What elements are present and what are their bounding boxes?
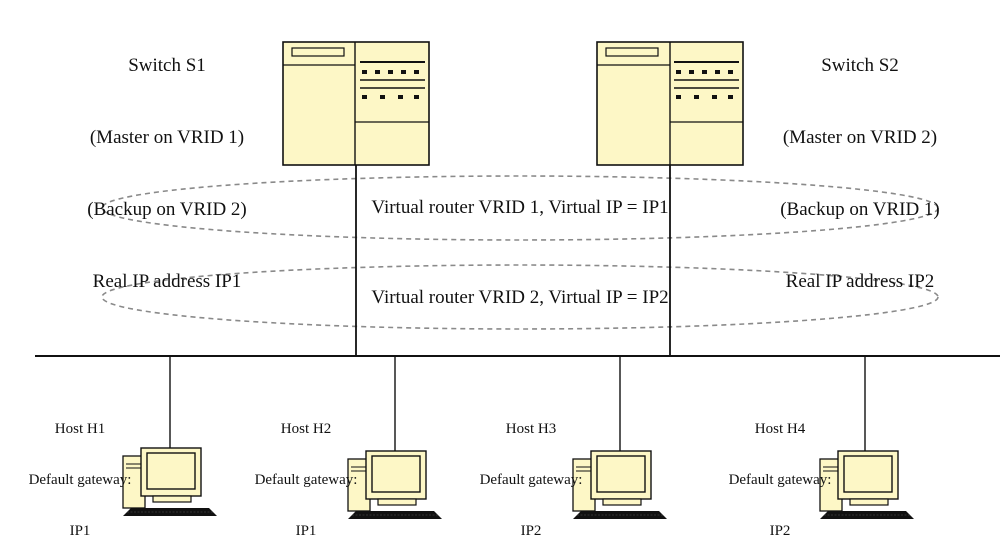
switch-s2-vrid2-role: (Master on VRID 2) — [782, 127, 938, 148]
vrid1-label: Virtual router VRID 1, Virtual IP = IP1 — [371, 197, 669, 218]
switch-s1-label: Switch S1 (Master on VRID 1) (Backup on … — [52, 6, 282, 318]
host-h4-gateway-label: Default gateway: — [728, 472, 832, 488]
switch-s2-label: Switch S2 (Master on VRID 2) (Backup on … — [745, 6, 975, 318]
vrid2-ellipse — [101, 264, 939, 330]
vrid1-ellipse — [101, 175, 939, 241]
host-h1-label: Host H1 Default gateway: IP1 — [0, 387, 160, 557]
host-h4-label: Host H4 Default gateway: IP2 — [700, 387, 860, 557]
host-h4-name: Host H4 — [754, 421, 806, 437]
switch-s1-vrid1-role: (Master on VRID 1) — [89, 127, 245, 148]
vrrp-diagram — [35, 41, 1000, 519]
host-h1-name: Host H1 — [54, 421, 106, 437]
vrid2-label: Virtual router VRID 2, Virtual IP = IP2 — [371, 287, 669, 308]
host-h2-label: Host H2 Default gateway: IP1 — [226, 387, 386, 557]
host-h4-gateway: IP2 — [769, 523, 791, 539]
host-h3-label: Host H3 Default gateway: IP2 — [451, 387, 611, 557]
switch-s2-name: Switch S2 — [821, 55, 899, 76]
host-h2-name: Host H2 — [280, 421, 332, 437]
host-h3-gateway: IP2 — [520, 523, 542, 539]
host-h2-gateway: IP1 — [295, 523, 317, 539]
host-h1-gateway: IP1 — [69, 523, 91, 539]
switch-s1-icon — [282, 41, 430, 166]
host-h1-gateway-label: Default gateway: — [28, 472, 132, 488]
switch-s2-vrid1-role: (Backup on VRID 1) — [780, 199, 940, 220]
host-h2-gateway-label: Default gateway: — [254, 472, 358, 488]
switch-s2-icon — [596, 41, 744, 166]
host-h3-name: Host H3 — [505, 421, 557, 437]
switch-s1-name: Switch S1 — [128, 55, 206, 76]
host-h3-gateway-label: Default gateway: — [479, 472, 583, 488]
switch-s1-real-ip: Real IP address IP1 — [92, 271, 242, 292]
switch-s2-real-ip: Real IP address IP2 — [785, 271, 935, 292]
switch-s1-vrid2-role: (Backup on VRID 2) — [87, 199, 247, 220]
